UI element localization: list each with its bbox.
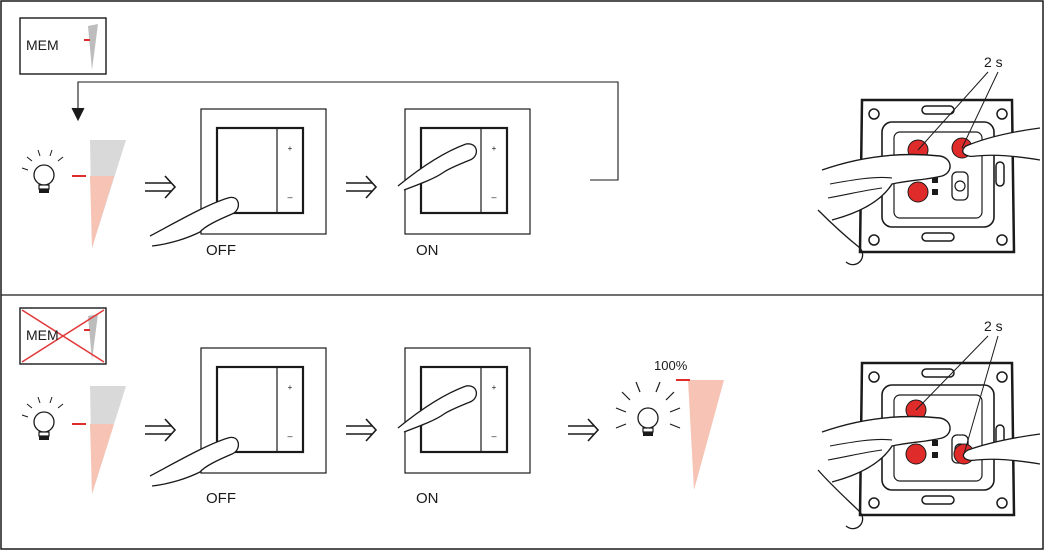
return-loop-line [77, 81, 619, 181]
finger-press-on-top [397, 143, 477, 191]
hold-time-label-top: 2 s [984, 54, 1003, 70]
arrow-icon [567, 418, 599, 442]
switch-on-label-top: ON [416, 242, 439, 259]
hand-thumb-bottom [817, 469, 864, 530]
pointer-line [917, 71, 989, 151]
mem-label-bottom: MEM [26, 327, 59, 343]
bulb-lit-rays [615, 381, 681, 429]
bulb-icon-bottom [33, 411, 55, 441]
finger-press-on-bottom [397, 385, 477, 433]
hand-thumb-top [817, 209, 864, 266]
pointer-line [915, 335, 989, 411]
mem-badge-top [19, 17, 107, 75]
switch-off-label-top: OFF [206, 242, 236, 259]
level-bar-fill-top [90, 176, 114, 248]
bulb-lit-icon [637, 407, 659, 437]
arrow-icon [345, 175, 377, 199]
cross-out-line [21, 309, 105, 363]
bulb-icon-top [33, 164, 55, 194]
hold-time-label-bottom: 2 s [984, 318, 1003, 334]
hand-right-top [962, 127, 1041, 161]
arrow-icon [345, 418, 377, 442]
level-percent-label: 100% [654, 358, 688, 373]
level-bar-full [688, 380, 724, 490]
bulb-rays-bottom [21, 396, 64, 418]
level-bar-fill-bottom [90, 424, 114, 494]
arrow-icon [144, 418, 176, 442]
mem-label-top: MEM [26, 37, 59, 53]
switch-on-label-bottom: ON [416, 490, 439, 507]
red-button-bottom-left [905, 443, 927, 465]
finger-press-off-bottom [149, 436, 239, 487]
pointer-line [963, 335, 999, 455]
pointer-line [961, 71, 999, 149]
switch-off-label-bottom: OFF [206, 490, 236, 507]
mem-dim-icon [88, 24, 98, 70]
arrow-icon [144, 175, 176, 199]
return-arrowhead [71, 107, 85, 122]
finger-press-off-top [149, 196, 239, 247]
mem-badge-bottom [19, 307, 107, 365]
red-button-bottom-left [907, 181, 929, 203]
bulb-rays-top [21, 149, 64, 171]
hand-right-bottom [962, 433, 1041, 465]
